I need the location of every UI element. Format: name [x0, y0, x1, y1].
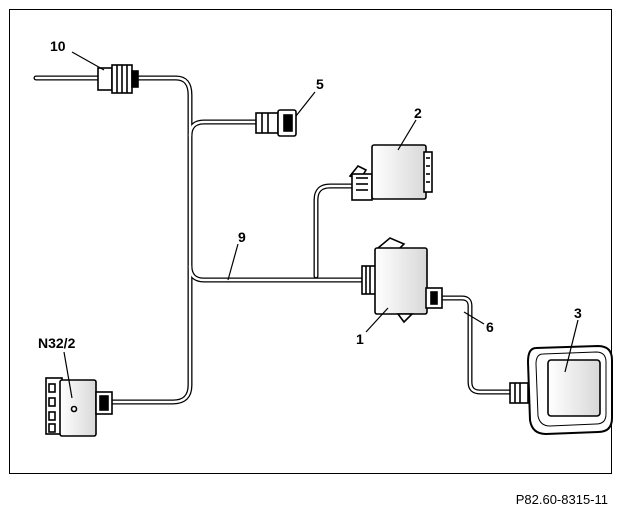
cable-harness [33, 75, 515, 405]
leader-lines [63, 51, 579, 399]
component-2 [348, 144, 433, 201]
callout-2: 2 [414, 105, 422, 121]
callout-5: 5 [316, 76, 324, 92]
component-n32-2 [45, 377, 113, 437]
callout-1: 1 [356, 331, 364, 347]
diagram-frame [9, 9, 612, 474]
component-1 [361, 237, 443, 324]
callout-n32-2: N32/2 [38, 335, 76, 351]
callout-6: 6 [486, 319, 494, 335]
callout-3: 3 [574, 305, 582, 321]
connector-10 [97, 64, 139, 94]
figure-reference: P82.60-8315-11 [515, 492, 608, 507]
component-3 [509, 344, 613, 436]
connector-5 [255, 109, 297, 137]
callout-labels: 10 5 2 9 1 6 3 N32/2 [38, 38, 582, 351]
callout-10: 10 [50, 38, 66, 54]
callout-9: 9 [238, 229, 246, 245]
